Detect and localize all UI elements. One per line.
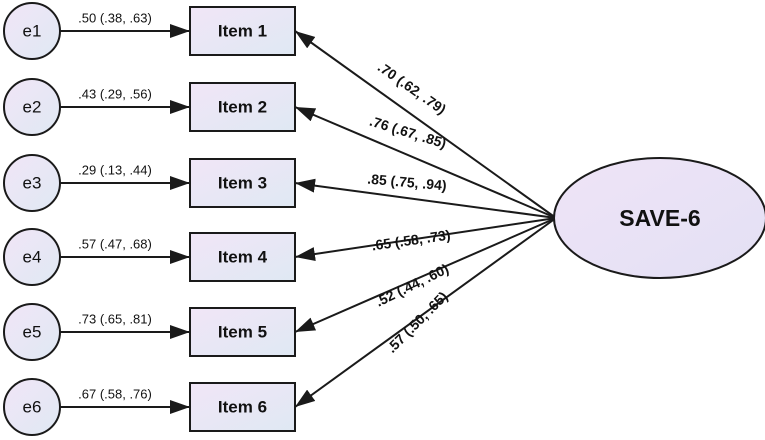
error-node-e5 <box>3 303 61 361</box>
loading-label-4: .65 (.58, .73) <box>371 227 452 254</box>
item-box-4 <box>189 232 296 282</box>
error-label-e3: e3 <box>23 174 42 193</box>
loading-arrow-4 <box>294 217 557 261</box>
error-path-label-e1: .50 (.38, .63) <box>78 11 152 26</box>
item-box-1 <box>189 6 296 56</box>
loading-label-2: .76 (.67, .85) <box>368 113 449 152</box>
item-box-2 <box>189 82 296 132</box>
loading-arrow-6 <box>294 217 557 408</box>
item-label-2: Item 2 <box>218 98 267 117</box>
error-path-label-e5: .73 (.65, .81) <box>78 312 152 327</box>
item-label-1: Item 1 <box>218 22 267 41</box>
item-label-6: Item 6 <box>218 398 267 417</box>
loading-arrow-5 <box>294 217 557 333</box>
latent-factor-label: SAVE-6 <box>619 205 700 231</box>
item-box-3 <box>189 158 296 208</box>
error-path-label-e2: .43 (.29, .56) <box>78 87 152 102</box>
item-label-5: Item 5 <box>218 323 267 342</box>
error-label-e1: e1 <box>23 22 42 41</box>
error-label-e5: e5 <box>23 323 42 342</box>
error-path-label-e3: .29 (.13, .44) <box>78 163 152 178</box>
error-node-e1 <box>3 2 61 60</box>
loading-label-3: .85 (.75, .94) <box>367 171 447 194</box>
error-path-label-e4: .57 (.47, .68) <box>78 237 152 252</box>
error-path-label-e6: .67 (.58, .76) <box>78 387 152 402</box>
item-box-5 <box>189 307 296 357</box>
latent-factor-ellipse <box>553 157 765 279</box>
error-node-e6 <box>3 378 61 436</box>
item-label-4: Item 4 <box>218 248 268 267</box>
diagram-nodes <box>3 2 765 436</box>
error-label-e2: e2 <box>23 98 42 117</box>
loading-arrow-1 <box>294 30 557 219</box>
loading-label-1: .70 (.62, .79) <box>375 59 449 118</box>
item-box-6 <box>189 382 296 432</box>
path-arrows <box>60 24 557 414</box>
error-node-e4 <box>3 228 61 286</box>
loading-arrow-3 <box>294 178 557 219</box>
error-label-e6: e6 <box>23 398 42 417</box>
error-label-e4: e4 <box>23 248 42 267</box>
loading-arrow-2 <box>294 106 557 219</box>
error-node-e2 <box>3 78 61 136</box>
item-label-3: Item 3 <box>218 174 267 193</box>
error-node-e3 <box>3 154 61 212</box>
